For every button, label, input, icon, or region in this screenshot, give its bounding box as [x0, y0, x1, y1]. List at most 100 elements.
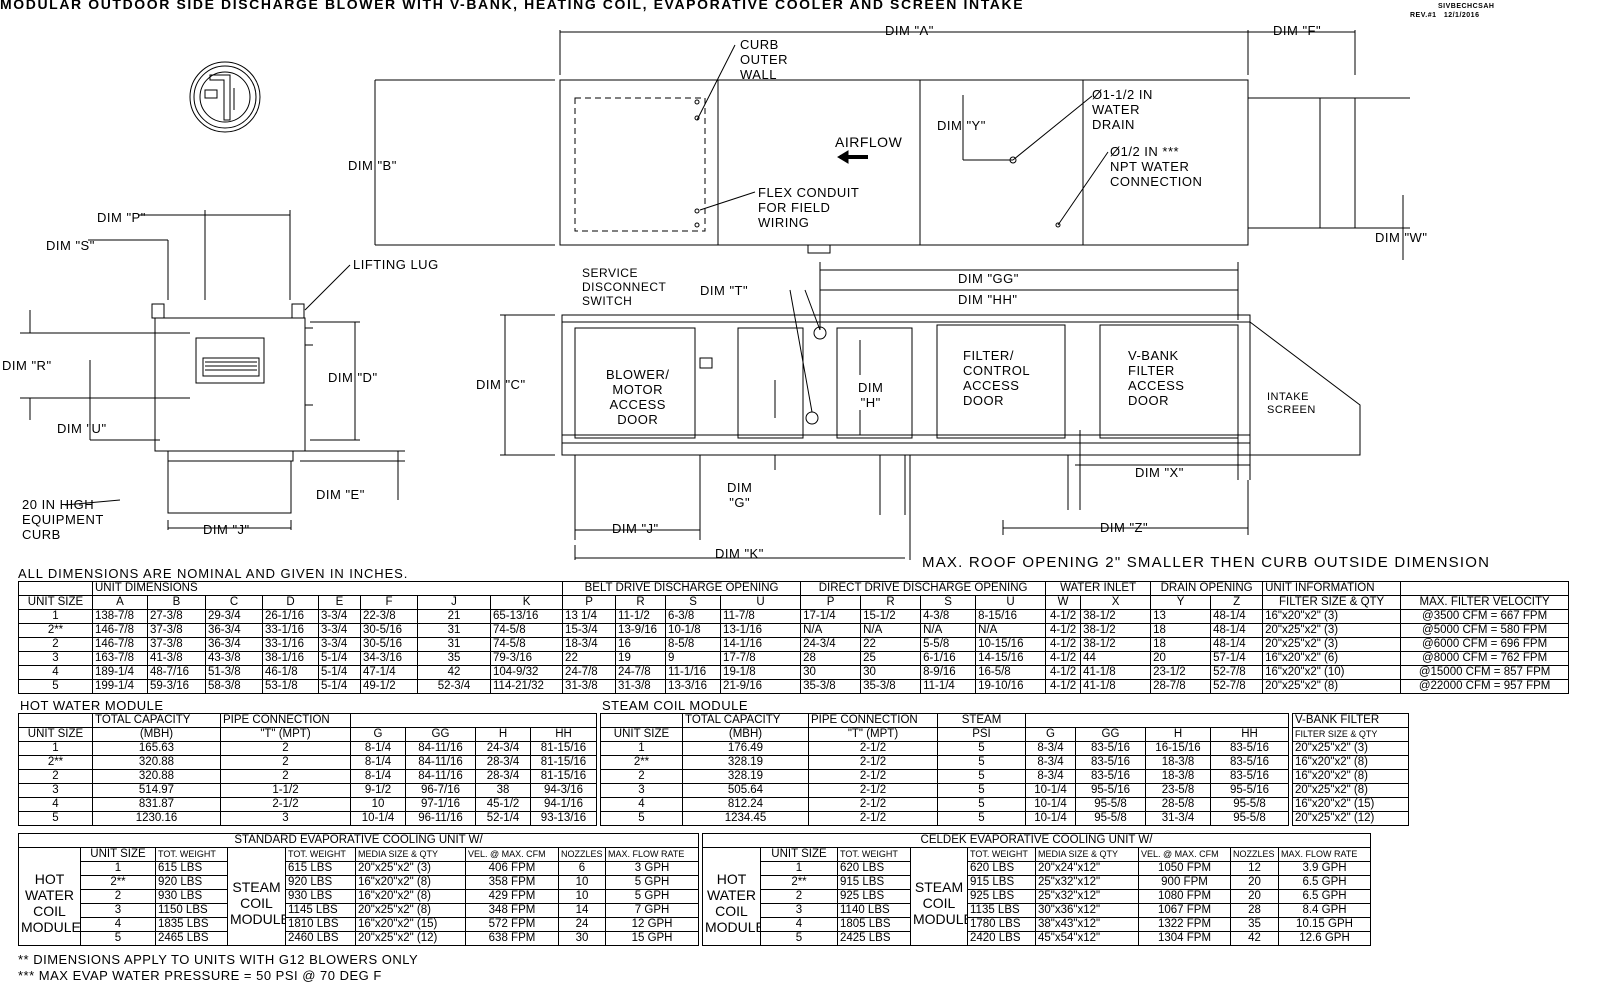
table-cell: 48-7/16 [147, 665, 206, 680]
dim-f-label: DIM "F" [1273, 23, 1322, 38]
table-cell: 74-5/8 [489, 637, 564, 652]
table-cell: 2-1/2 [808, 811, 938, 826]
table-cell: 1135 LBS [967, 903, 1036, 918]
steam-title: STEAM COIL MODULE [602, 698, 748, 713]
table-cell: 8.4 GPH [1277, 903, 1372, 918]
table-cell: 3-3/4 [318, 637, 361, 652]
column-header: U [975, 595, 1047, 610]
column-header: B [147, 595, 206, 610]
dim-p-label: DIM "P" [97, 210, 146, 225]
table-cell: 4 [18, 665, 93, 680]
dim-x-label: DIM "X" [1135, 465, 1184, 480]
table-cell: 2** [760, 875, 838, 890]
table-cell [18, 581, 93, 596]
table-cell: N/A [860, 623, 922, 638]
vbank-door-label: V-BANK FILTER ACCESS DOOR [1128, 348, 1185, 408]
table-cell: 20 [1230, 875, 1279, 890]
column-header: FILTER SIZE & QTY [1262, 595, 1402, 610]
table-cell: 4 [18, 797, 93, 812]
table-cell: 48-1/4 [1210, 637, 1264, 652]
table-cell: 31 [417, 637, 491, 652]
table-cell: 21-9/16 [720, 679, 802, 694]
table-cell: 38-1/2 [1080, 609, 1152, 624]
table-cell: 24-3/4 [475, 741, 531, 756]
airflow-label: AIRFLOW [835, 134, 903, 150]
roof-opening-note: MAX. ROOF OPENING 2" SMALLER THEN CURB O… [922, 554, 1491, 571]
table-cell: 6-3/8 [665, 609, 722, 624]
table-cell: 11-1/4 [920, 679, 977, 694]
table-cell: 30 [860, 665, 922, 680]
table-cell: 2 [18, 769, 93, 784]
table-cell: 83-5/16 [1210, 741, 1289, 756]
front-view [20, 210, 405, 530]
table-cell: 23-1/2 [1150, 665, 1212, 680]
table-cell: 18-3/8 [1145, 769, 1211, 784]
dim-e-label: DIM "E" [316, 487, 365, 502]
table-cell: 12 [1230, 861, 1279, 876]
table-cell: 5 [18, 811, 93, 826]
table-cell: 81-15/16 [530, 769, 597, 784]
table-cell: 2** [80, 875, 156, 890]
group-header: UNIT DIMENSIONS [91, 581, 564, 596]
table-cell: 920 LBS [285, 875, 356, 890]
group-header: DRAIN OPENING [1150, 581, 1264, 596]
table-cell: 8-9/16 [920, 665, 977, 680]
table-cell: 12.6 GPH [1277, 931, 1372, 946]
table-cell: 31-3/8 [562, 679, 617, 694]
table-cell: 146-7/8 [92, 623, 148, 638]
table-cell: 2** [18, 755, 93, 770]
table-cell: 5-1/4 [318, 651, 361, 666]
column-header: G [350, 727, 406, 742]
column-header: "T" (MPT) [808, 727, 938, 742]
table-cell: 930 LBS [155, 889, 228, 904]
table-cell: 3 GPH [604, 861, 700, 876]
table-cell [18, 847, 81, 862]
table-cell: @8000 CFM = 762 FPM [1400, 651, 1570, 666]
column-header: S [920, 595, 977, 610]
table-cell: 1 [18, 609, 93, 624]
table-cell: 44 [1080, 651, 1152, 666]
table-cell: 2-1/2 [808, 755, 938, 770]
table-cell: 1 [80, 861, 156, 876]
table-cell: 20"x25"x2" (3) [1262, 623, 1402, 638]
table-cell: 10 [558, 875, 606, 890]
table-cell: 16-5/8 [975, 665, 1047, 680]
table-cell: 572 FPM [465, 917, 559, 932]
table-cell: 24 [558, 917, 606, 932]
table-cell: 20"x25"x2" (3) [355, 861, 466, 876]
table-cell: 51-3/8 [205, 665, 263, 680]
table-cell: 2-1/2 [808, 769, 938, 784]
table-cell: 5 [937, 811, 1026, 826]
table-cell: 94-1/16 [530, 797, 597, 812]
table-cell: 2 [18, 637, 93, 652]
table-cell: 8-5/8 [665, 637, 722, 652]
table-cell: 19 [615, 651, 667, 666]
column-header: GG [405, 727, 476, 742]
table-row: 16"x20"x2" (8) [1292, 769, 1409, 784]
table-cell: 20"x25"x2" (3) [1292, 741, 1409, 756]
table-cell: 47-1/4 [360, 665, 418, 680]
table-cell: 20"x25"x2" (12) [355, 931, 466, 946]
dim-w-label: DIM "W" [1375, 230, 1428, 245]
table-cell: 5-5/8 [920, 637, 977, 652]
table-cell [350, 713, 597, 728]
drawing-code: SIVBECHCSAH [1438, 3, 1495, 10]
table-cell: 3 [18, 783, 93, 798]
table-cell: 15 GPH [604, 931, 700, 946]
table-cell: 10-1/4 [1025, 783, 1076, 798]
dim-a-label: DIM "A" [885, 23, 934, 38]
table-cell: 37-3/8 [147, 623, 206, 638]
table-cell: 8-1/4 [350, 769, 406, 784]
column-header: Y [1150, 595, 1212, 610]
table-title: CELDEK EVAPORATIVE COOLING UNIT W/ [701, 833, 1372, 848]
table-cell: 348 FPM [465, 903, 559, 918]
